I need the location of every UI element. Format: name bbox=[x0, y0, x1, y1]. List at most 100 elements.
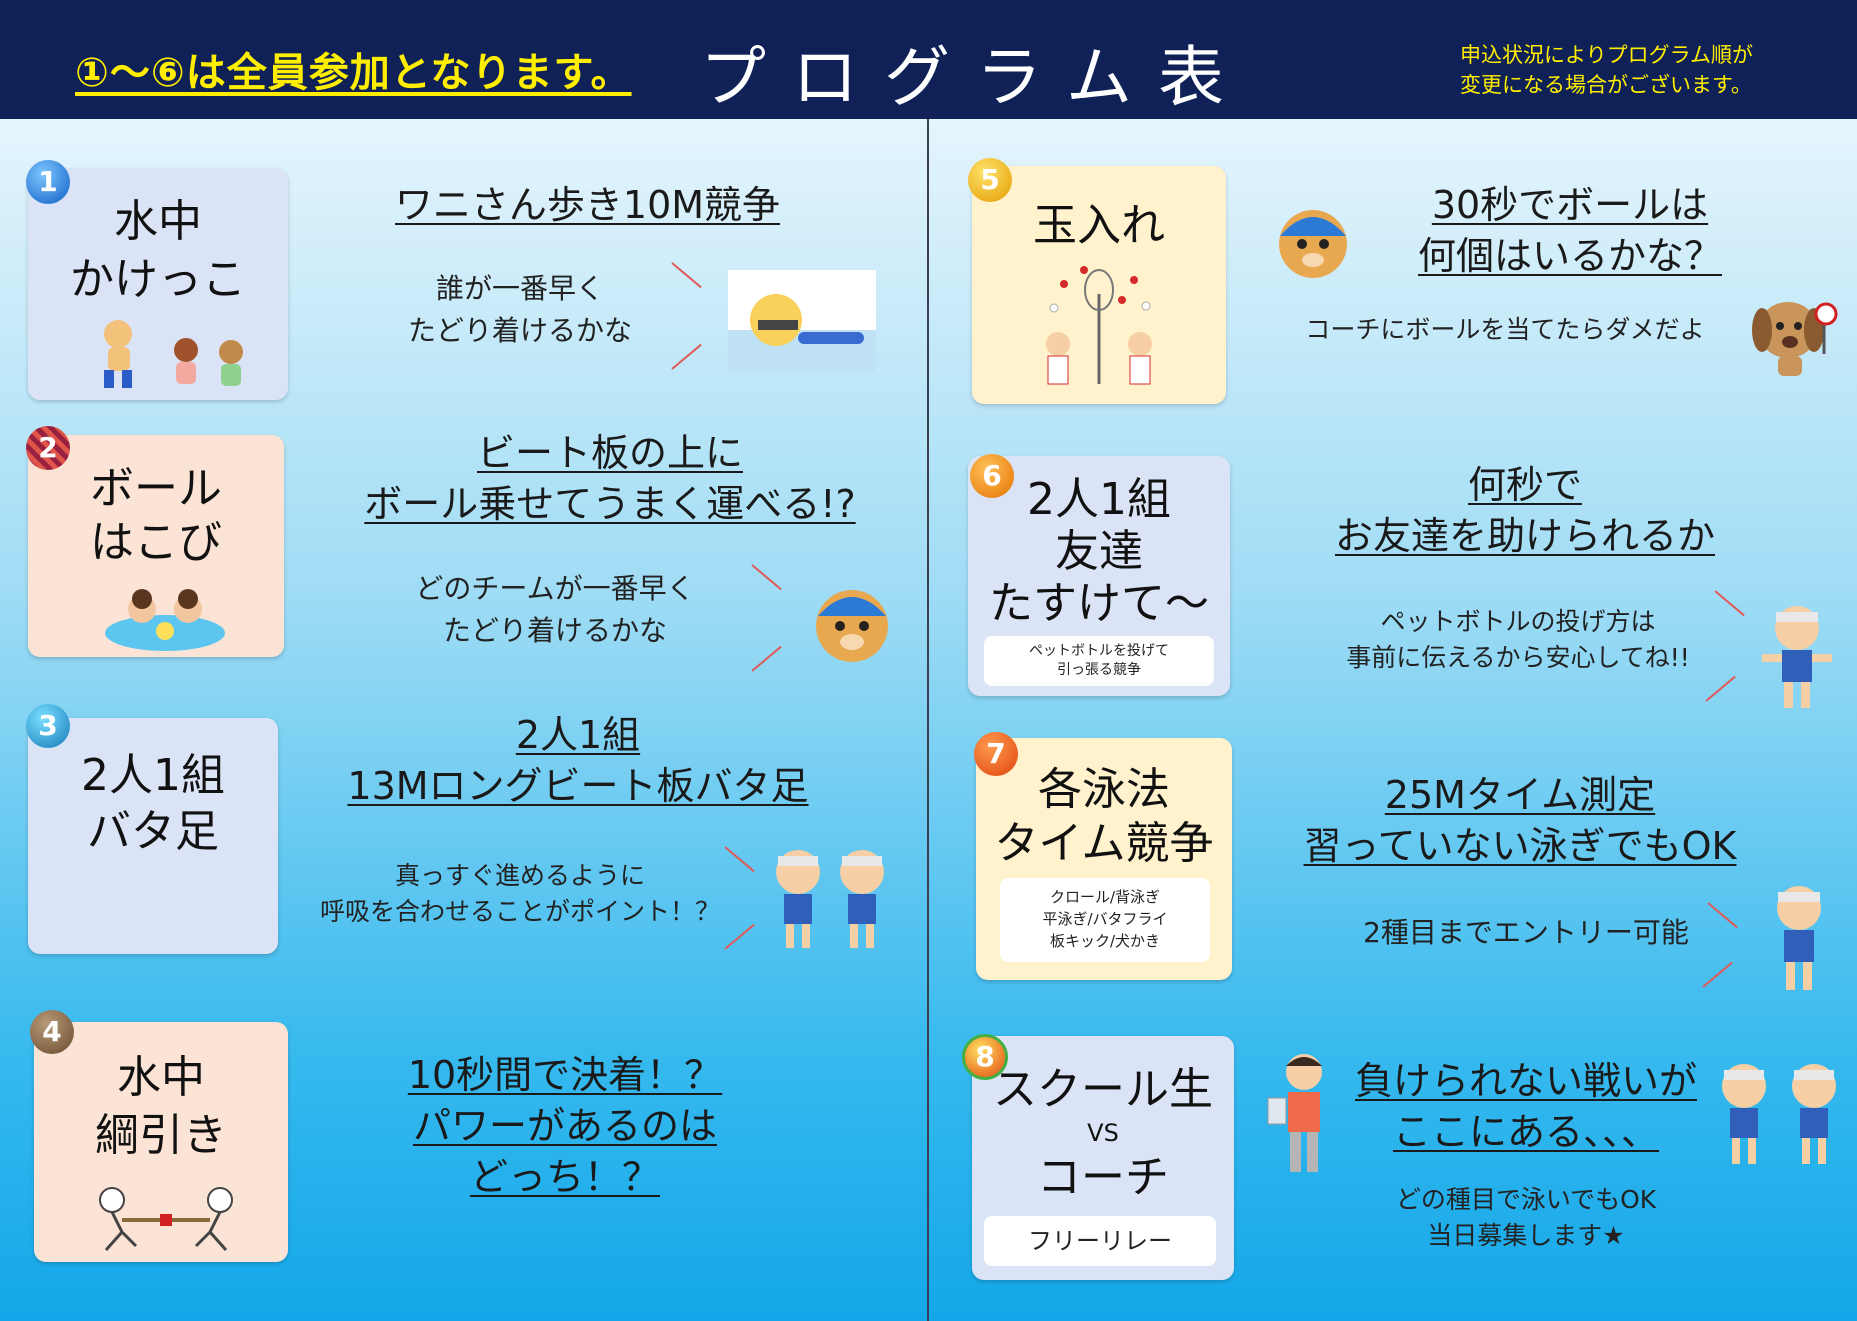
program-7-card: 各泳法 タイム競争 クロール/背泳ぎ 平泳ぎ/バタフライ 板キック/犬かき bbox=[976, 738, 1232, 980]
description-line: どのチームが一番早く bbox=[415, 572, 695, 605]
program-4-badge: 4 bbox=[30, 1010, 74, 1054]
program-title-line: 友達 bbox=[1055, 526, 1143, 577]
dog-referee-icon bbox=[1752, 302, 1838, 376]
program-6-badge: 6 bbox=[970, 454, 1014, 498]
heading-line: 13Mロングビート板バタ足 bbox=[347, 764, 809, 808]
program-title-line: ボール bbox=[90, 463, 222, 514]
accent-line bbox=[1714, 590, 1745, 617]
program-8-description: どの種目で泳いでもOK 当日募集します★ bbox=[1346, 1182, 1706, 1254]
accent-line bbox=[671, 262, 702, 289]
swimmer-kids-icon bbox=[1722, 1064, 1836, 1164]
subtitle-line: ペットボトルを投げて bbox=[1029, 643, 1169, 659]
program-6-description: ペットボトルの投げ方は 事前に伝えるから安心してね!! bbox=[1318, 604, 1718, 676]
heading-line: ボール乗せてうまく運べる!? bbox=[364, 482, 856, 526]
program-1-heading: ワニさん歩き10M競争 bbox=[360, 180, 815, 231]
subtitle-line: 引っ張る競争 bbox=[1057, 662, 1141, 678]
program-title-line: 2人1組 bbox=[81, 750, 225, 801]
program-7-subtitle: クロール/背泳ぎ 平泳ぎ/バタフライ 板キック/犬かき bbox=[1000, 878, 1210, 962]
description-line: 真っすぐ進めるように bbox=[394, 861, 645, 890]
program-8-badge: 8 bbox=[962, 1034, 1008, 1080]
mascot-icon bbox=[1279, 210, 1347, 278]
program-2-description: どのチームが一番早く たどり着けるかな bbox=[375, 568, 735, 652]
program-title-line: タイム競争 bbox=[994, 818, 1214, 869]
heading-line: 習っていない泳ぎでもOK bbox=[1303, 824, 1737, 868]
program-7-description: 2種目までエントリー可能 bbox=[1336, 912, 1716, 954]
program-3-description: 真っすぐ進めるように 呼吸を合わせることがポイント！？ bbox=[300, 858, 740, 930]
heading-line: ビート板の上に bbox=[476, 431, 743, 475]
description-line: 事前に伝えるから安心してね!! bbox=[1346, 643, 1690, 672]
swimmer-icon bbox=[728, 270, 876, 372]
running-kids-icon bbox=[104, 320, 243, 388]
swimmer-kid-icon bbox=[1762, 606, 1832, 708]
program-5-heading: 30秒でボールは 何個はいるかな？ bbox=[1390, 180, 1750, 282]
program-1-badge: 1 bbox=[26, 160, 70, 204]
program-4-heading: 10秒間で決着！？ パワーがあるのは どっち！？ bbox=[380, 1050, 750, 1203]
mascot-icon bbox=[816, 590, 888, 662]
program-3-card: 2人1組 バタ足 bbox=[28, 718, 278, 954]
heading-line: お友達を助けられるか bbox=[1334, 514, 1715, 558]
heading-line: ワニさん歩き10M競争 bbox=[394, 183, 781, 227]
page-title: プログラム表 bbox=[700, 39, 1251, 116]
description-line: コーチにボールを当てたらダメだよ bbox=[1305, 315, 1705, 344]
program-title-line: コーチ bbox=[1037, 1152, 1169, 1203]
heading-line: パワーがあるのは bbox=[412, 1104, 717, 1148]
swimmer-kids-icon bbox=[776, 850, 884, 948]
kids-in-pool-icon bbox=[105, 589, 225, 651]
program-4-card: 水中 綱引き bbox=[34, 1022, 288, 1262]
program-title-line: はこび bbox=[90, 517, 222, 568]
subtitle-line: 板キック/犬かき bbox=[1049, 932, 1161, 950]
program-title-line: かけっこ bbox=[70, 254, 246, 305]
program-5-card: 玉入れ bbox=[972, 166, 1226, 404]
program-7-badge: 7 bbox=[974, 732, 1018, 776]
header-bar: ①〜⑥は全員参加となります。 プログラム表 申込状況によりプログラム順が 変更に… bbox=[0, 0, 1857, 119]
program-title-line: VS bbox=[1087, 1119, 1119, 1147]
heading-line: どっち！？ bbox=[469, 1155, 660, 1199]
tug-of-war-icon bbox=[99, 1187, 233, 1251]
program-8-card: スクール生 VS コーチ フリーリレー bbox=[972, 1036, 1234, 1280]
program-6-card: 2人1組 友達 たすけて〜 ペットボトルを投げて 引っ張る競争 bbox=[968, 456, 1230, 696]
order-change-line: 変更になる場合がございます。 bbox=[1460, 73, 1752, 97]
description-line: 誰が一番早く bbox=[435, 272, 604, 305]
program-title-line: 玉入れ bbox=[1033, 200, 1165, 251]
description-line: どの種目で泳いでもOK bbox=[1395, 1185, 1657, 1214]
heading-line: ここにある、、、 bbox=[1392, 1110, 1659, 1154]
program-1-description: 誰が一番早く たどり着けるかな bbox=[370, 268, 670, 352]
program-title-line: 各泳法 bbox=[1038, 764, 1170, 815]
heading-line: 負けられない戦いが bbox=[1354, 1059, 1697, 1103]
description-line: ペットボトルの投げ方は bbox=[1380, 607, 1656, 636]
heading-line: 何個はいるかな？ bbox=[1417, 234, 1722, 278]
description-line: 当日募集します★ bbox=[1427, 1221, 1625, 1250]
program-title-line: 水中 bbox=[117, 1052, 205, 1103]
program-title-line: スクール生 bbox=[993, 1064, 1213, 1115]
description-line: たどり着けるかな bbox=[442, 614, 667, 647]
participation-note: ①〜⑥は全員参加となります。 bbox=[75, 50, 632, 96]
program-5-badge: 5 bbox=[968, 158, 1012, 202]
program-title-line: 2人1組 bbox=[1027, 474, 1171, 525]
program-title-line: 綱引き bbox=[95, 1110, 227, 1161]
program-3-badge: 3 bbox=[26, 704, 70, 748]
description-line: たどり着けるかな bbox=[407, 314, 632, 347]
program-1-card: 水中 かけっこ bbox=[28, 168, 288, 400]
program-6-subtitle: ペットボトルを投げて 引っ張る競争 bbox=[984, 636, 1214, 686]
accent-line bbox=[671, 343, 702, 370]
program-8-heading: 負けられない戦いが ここにある、、、 bbox=[1336, 1056, 1716, 1158]
program-title-line: たすけて〜 bbox=[989, 578, 1209, 629]
accent-line bbox=[751, 564, 782, 591]
swimmer-kid-icon bbox=[1777, 886, 1821, 990]
description-line: 呼吸を合わせることがポイント！？ bbox=[319, 897, 720, 926]
program-5-description: コーチにボールを当てたらダメだよ bbox=[1285, 312, 1725, 348]
program-8-subtitle: フリーリレー bbox=[984, 1216, 1216, 1266]
coach-icon bbox=[1267, 1054, 1322, 1172]
ball-toss-icon bbox=[1046, 266, 1152, 385]
program-2-heading: ビート板の上に ボール乗せてうまく運べる!? bbox=[340, 428, 880, 530]
order-change-line: 申込状況によりプログラム順が bbox=[1460, 43, 1753, 67]
heading-line: 何秒で bbox=[1467, 463, 1582, 507]
order-change-note: 申込状況によりプログラム順が 変更になる場合がございます。 bbox=[1460, 40, 1753, 100]
description-line: 2種目までエントリー可能 bbox=[1363, 916, 1689, 949]
accent-line bbox=[1702, 961, 1733, 988]
program-6-heading: 何秒で お友達を助けられるか bbox=[1300, 460, 1750, 562]
program-7-heading: 25Mタイム測定 習っていない泳ぎでもOK bbox=[1270, 770, 1770, 872]
program-title-line: バタ足 bbox=[87, 806, 219, 857]
heading-line: 10秒間で決着！？ bbox=[407, 1053, 723, 1097]
